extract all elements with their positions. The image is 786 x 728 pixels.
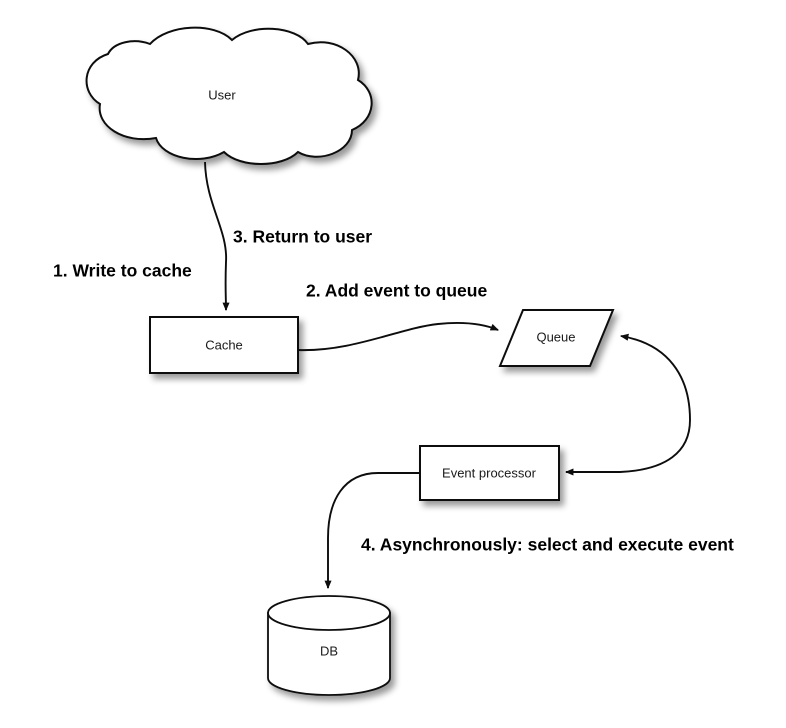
cache-shape bbox=[149, 316, 299, 374]
node-user[interactable]: User bbox=[85, 26, 373, 165]
step-label-3: 3. Return to user bbox=[233, 227, 372, 247]
node-cache[interactable]: Cache bbox=[149, 316, 299, 374]
step-label-4: 4. Asynchronously: select and execute ev… bbox=[361, 535, 734, 555]
node-label-user: User bbox=[208, 87, 236, 102]
cloud-shape bbox=[85, 26, 373, 165]
node-label-cache: Cache bbox=[205, 337, 243, 352]
event-processor-shape bbox=[419, 445, 560, 501]
edge-event-processor-to-db bbox=[324, 472, 420, 590]
edge-queue-event-processor-loop bbox=[564, 333, 691, 476]
node-label-db: DB bbox=[320, 643, 338, 658]
node-db[interactable]: DB bbox=[267, 595, 391, 696]
node-label-event-processor: Event processor bbox=[442, 465, 537, 480]
db-body bbox=[267, 612, 391, 696]
step-label-2: 2. Add event to queue bbox=[306, 281, 487, 301]
edge-user-to-cache bbox=[204, 161, 230, 312]
node-event-processor[interactable]: Event processor bbox=[419, 445, 560, 501]
edge-cache-to-queue bbox=[297, 322, 499, 351]
db-top bbox=[267, 595, 391, 631]
node-label-queue: Queue bbox=[536, 329, 575, 344]
node-queue[interactable]: Queue bbox=[498, 309, 615, 367]
step-label-1: 1. Write to cache bbox=[53, 261, 192, 281]
